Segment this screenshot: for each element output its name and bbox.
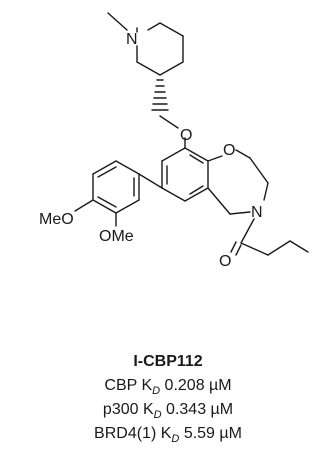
kd-target: CBP	[104, 377, 138, 394]
kd-row-p300: p300 KD 0.343 µM	[0, 400, 336, 425]
compound-name: I-CBP112	[133, 353, 203, 370]
bond-carbonyl	[235, 244, 242, 256]
bond	[136, 61, 161, 76]
bond	[267, 240, 291, 256]
kd-value: 5.59 µM	[183, 425, 242, 442]
bond-double	[97, 166, 117, 178]
kd-subscript: D	[171, 433, 180, 446]
bond	[92, 199, 117, 214]
atom-label-methoxy-bottom: OMe	[99, 228, 134, 245]
kd-symbol: K	[142, 401, 154, 418]
kd-target: p300	[102, 401, 139, 418]
bond-double	[189, 154, 204, 164]
kd-subscript: D	[152, 385, 161, 398]
bond	[159, 115, 179, 129]
kd-symbol: K	[141, 377, 153, 394]
bond	[263, 182, 269, 201]
bond	[249, 157, 269, 184]
atom-label-ring-n: N	[251, 204, 263, 221]
atom-label-ether-o: O	[180, 127, 192, 144]
bond	[92, 160, 117, 175]
bond	[115, 199, 140, 214]
bond	[159, 22, 184, 37]
kd-row-cbp: CBP KD 0.208 µM	[0, 376, 336, 401]
bond-double	[97, 196, 117, 208]
kd-symbol: K	[160, 425, 172, 442]
bond	[289, 240, 309, 253]
bond	[240, 218, 255, 244]
atom-label-carbonyl-o: O	[219, 253, 231, 270]
bond	[240, 242, 269, 256]
kd-row-brd4: BRD4(1) KD 5.59 µM	[0, 424, 336, 449]
kd-value: 0.343 µM	[166, 401, 234, 418]
kd-value: 0.208 µM	[164, 377, 232, 394]
bond	[184, 147, 209, 162]
kd-subscript: D	[153, 409, 162, 422]
bond	[147, 22, 161, 31]
bond	[207, 155, 223, 162]
atom-label-ring-o: O	[223, 142, 235, 159]
bond	[184, 187, 209, 202]
atom-label-piperidine-n: N	[126, 31, 138, 48]
bond	[207, 187, 231, 215]
bond	[229, 211, 251, 215]
bond	[235, 149, 251, 159]
bond-n-methyl	[107, 12, 128, 31]
bond	[161, 187, 186, 202]
bond	[161, 147, 186, 162]
bond	[74, 199, 94, 212]
hashed-wedge-bond	[151, 79, 169, 111]
bond	[138, 173, 163, 189]
bond-double	[189, 185, 204, 195]
bond	[115, 160, 140, 175]
kd-target: BRD4(1)	[94, 425, 157, 442]
bond-carbonyl	[230, 241, 237, 253]
bond	[159, 61, 184, 76]
atom-label-methoxy-top: MeO	[39, 211, 74, 228]
